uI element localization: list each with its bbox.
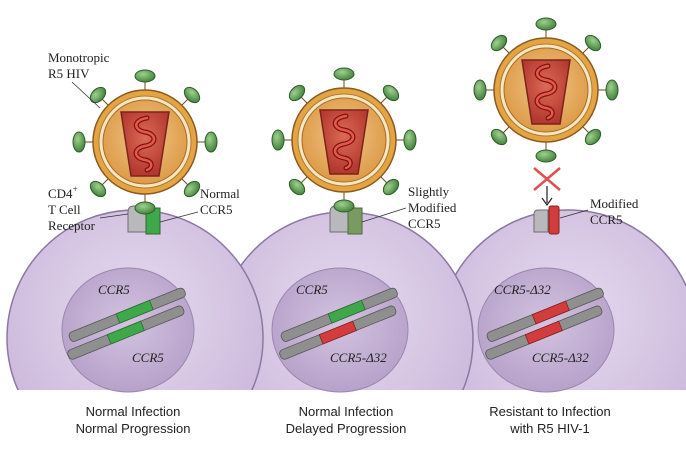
svg-text:CCR5: CCR5 xyxy=(590,212,623,227)
svg-text:CCR5: CCR5 xyxy=(200,202,233,217)
ccr5-gene-segment xyxy=(327,299,366,324)
gene-label-panel-3-top: CCR5-Δ32 xyxy=(494,282,551,297)
gene-label-panel-1-bottom: CCR5 xyxy=(132,350,164,365)
receptor-panel-1 xyxy=(127,205,161,235)
svg-text:Normal Infection: Normal Infection xyxy=(86,404,181,419)
virus-label: Monotropic R5 HIV xyxy=(48,50,110,109)
chromosome-pair-panel-2 xyxy=(279,287,398,360)
cd4-receptor xyxy=(533,209,549,233)
ccr5-delta32-gene-segment xyxy=(524,320,563,345)
hiv-virion-icon xyxy=(272,68,416,212)
slightly-modified-ccr5-receptor xyxy=(347,207,363,235)
gene-label-panel-1-top: CCR5 xyxy=(98,282,130,297)
gene-label-panel-2-bottom: CCR5-Δ32 xyxy=(330,350,387,365)
ccr5-delta32-gene-segment xyxy=(531,300,570,325)
svg-text:Receptor: Receptor xyxy=(48,218,96,233)
x-mark-icon xyxy=(533,167,561,191)
caption-panel-2: Normal Infection Delayed Progression xyxy=(286,404,407,436)
cd4-receptor-label: CD4+ T Cell Receptor xyxy=(48,184,129,233)
svg-text:R5 HIV: R5 HIV xyxy=(48,66,90,81)
gene-label-panel-2-top: CCR5 xyxy=(296,282,328,297)
hiv-virion-icon xyxy=(474,18,618,162)
svg-text:Resistant to Infection: Resistant to Infection xyxy=(489,404,610,419)
svg-text:Normal Infection: Normal Infection xyxy=(299,404,394,419)
normal-ccr5-label: Normal CCR5 xyxy=(159,186,240,223)
slightly-modified-ccr5-label: Slightly Modified CCR5 xyxy=(361,184,457,231)
modified-ccr5-label: Modified CCR5 xyxy=(559,196,639,227)
svg-text:Modified: Modified xyxy=(408,200,457,215)
svg-text:Monotropic: Monotropic xyxy=(48,50,110,65)
down-arrow-icon xyxy=(541,186,553,207)
chromosome-pair-panel-3 xyxy=(485,287,604,360)
svg-text:CD4+: CD4+ xyxy=(48,184,78,201)
receptor-panel-3 xyxy=(533,205,560,235)
ccr5-gene-segment xyxy=(106,320,145,345)
ccr5-delta32-gene-segment xyxy=(318,320,357,345)
chromosome-pair-panel-1 xyxy=(67,287,186,360)
caption-panel-1: Normal Infection Normal Progression xyxy=(76,404,191,436)
svg-text:with R5 HIV-1: with R5 HIV-1 xyxy=(509,421,589,436)
caption-band xyxy=(0,390,686,454)
svg-text:Modified: Modified xyxy=(590,196,639,211)
caption-panel-3: Resistant to Infection with R5 HIV-1 xyxy=(489,404,610,436)
svg-text:Slightly: Slightly xyxy=(408,184,450,199)
svg-text:Normal Progression: Normal Progression xyxy=(76,421,191,436)
ccr5-gene-segment xyxy=(115,299,154,324)
receptor-panel-2 xyxy=(329,205,363,235)
gene-label-panel-3-bottom: CCR5-Δ32 xyxy=(532,350,589,365)
svg-text:Delayed Progression: Delayed Progression xyxy=(286,421,407,436)
svg-text:CCR5: CCR5 xyxy=(408,216,441,231)
svg-text:T Cell: T Cell xyxy=(48,202,81,217)
hiv-virion-icon xyxy=(73,70,217,214)
modified-ccr5-receptor xyxy=(548,205,560,235)
svg-text:Normal: Normal xyxy=(200,186,240,201)
